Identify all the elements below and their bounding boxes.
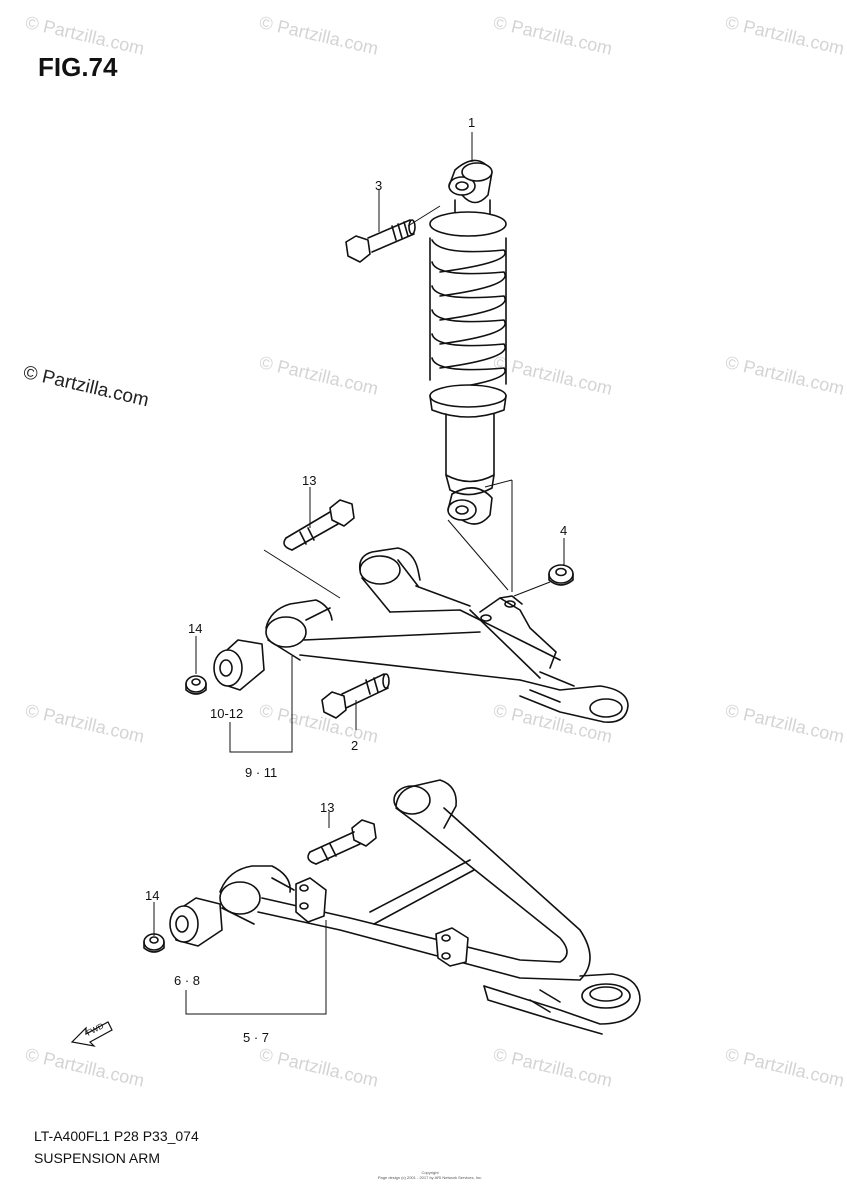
figure-caption: SUSPENSION ARM [34,1150,161,1166]
shock-absorber [429,159,507,525]
bolt-13-upper [283,499,355,551]
callout-10-12: 10-12 [210,706,244,721]
nut-14-upper [185,675,207,695]
copyright-notice: Copyright Page design (c) 2001 - 2017 by… [360,1170,500,1180]
model-code: LT-A400FL1 P28 P33_074 [34,1128,199,1144]
lower-suspension-arm [219,779,641,1035]
callout-4: 4 [560,523,568,538]
callout-1: 1 [468,115,476,130]
callout-5-7: 5 · 7 [243,1030,270,1045]
leader-lines [153,132,565,1015]
callout-13-upper: 13 [302,473,317,488]
copyright-line-1: Copyright [421,1170,439,1175]
bolt-2 [321,673,390,719]
callout-6-8: 6 · 8 [174,973,201,988]
bolt-3 [345,219,416,263]
callout-13-lower: 13 [320,800,335,815]
upper-suspension-arm [265,547,629,723]
fwd-arrow-icon [70,1021,113,1047]
callout-14-lower: 14 [145,888,160,903]
callout-2: 2 [351,738,359,753]
bushing-6-8 [169,897,223,947]
nut-14-lower [143,933,165,953]
figure-title: FIG.74 [38,52,118,82]
bolt-13-lower [307,819,377,865]
callout-9-11: 9 · 11 [245,765,278,780]
nut-4 [548,564,574,586]
copyright-line-2: Page design (c) 2001 - 2017 by ARI Netwo… [377,1175,483,1180]
callout-14-upper: 14 [188,621,203,636]
callout-3: 3 [375,178,383,193]
bushing-10-12 [213,639,265,691]
